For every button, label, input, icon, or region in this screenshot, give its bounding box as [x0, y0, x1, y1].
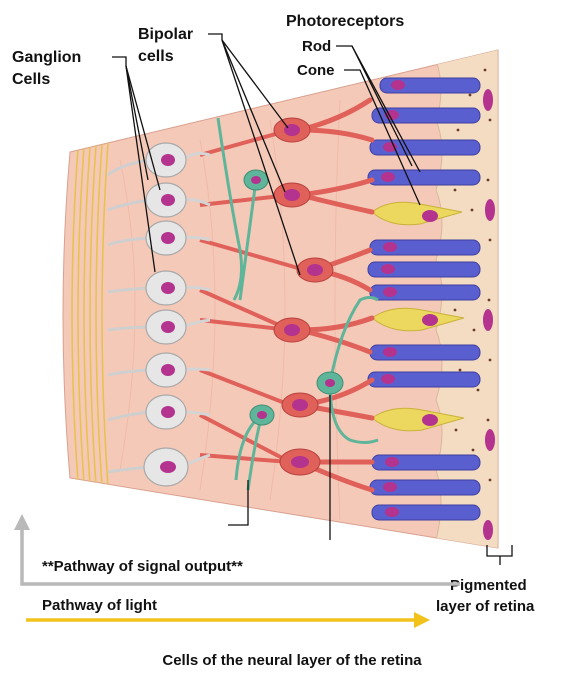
label-cone: Cone	[297, 62, 335, 79]
label-bipolar-line1: Bipolar	[138, 26, 193, 43]
label-signal-output: **Pathway of signal output**	[42, 558, 243, 575]
figure-caption: Cells of the neural layer of the retina	[162, 652, 422, 669]
label-pigmented-line2: layer of retina	[436, 598, 535, 615]
label-light-pathway: Pathway of light	[42, 597, 157, 614]
label-pigmented-line1: Pigmented	[450, 577, 527, 594]
label-ganglion-line1: Ganglion	[12, 49, 81, 66]
label-ganglion-line2: Cells	[12, 71, 50, 88]
label-bipolar-line2: cells	[138, 48, 174, 65]
label-rod: Rod	[302, 38, 331, 55]
light-pathway-arrow	[26, 612, 430, 628]
label-photoreceptors: Photoreceptors	[286, 13, 404, 30]
